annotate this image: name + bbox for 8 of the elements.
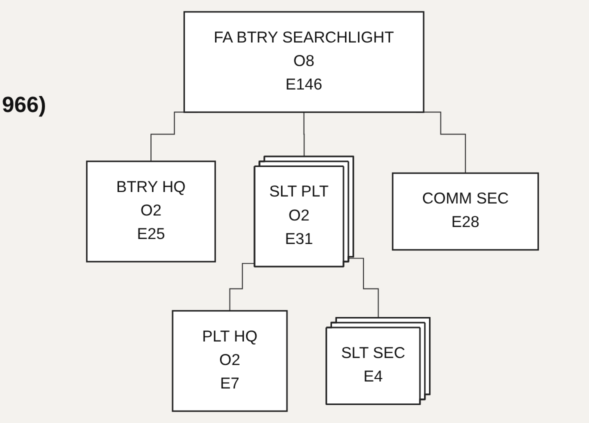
node-box: COMM SEC E28 bbox=[392, 172, 539, 251]
node-box: PLT HQ O2 E7 bbox=[172, 310, 288, 412]
heading-fragment: 966) bbox=[2, 92, 46, 118]
connector bbox=[348, 258, 380, 319]
node-box: BTRY HQ O2 E25 bbox=[86, 160, 216, 262]
node-box: FA BTRY SEARCHLIGHT O8 E146 bbox=[183, 11, 424, 113]
connector bbox=[229, 262, 256, 312]
connector bbox=[303, 112, 305, 158]
